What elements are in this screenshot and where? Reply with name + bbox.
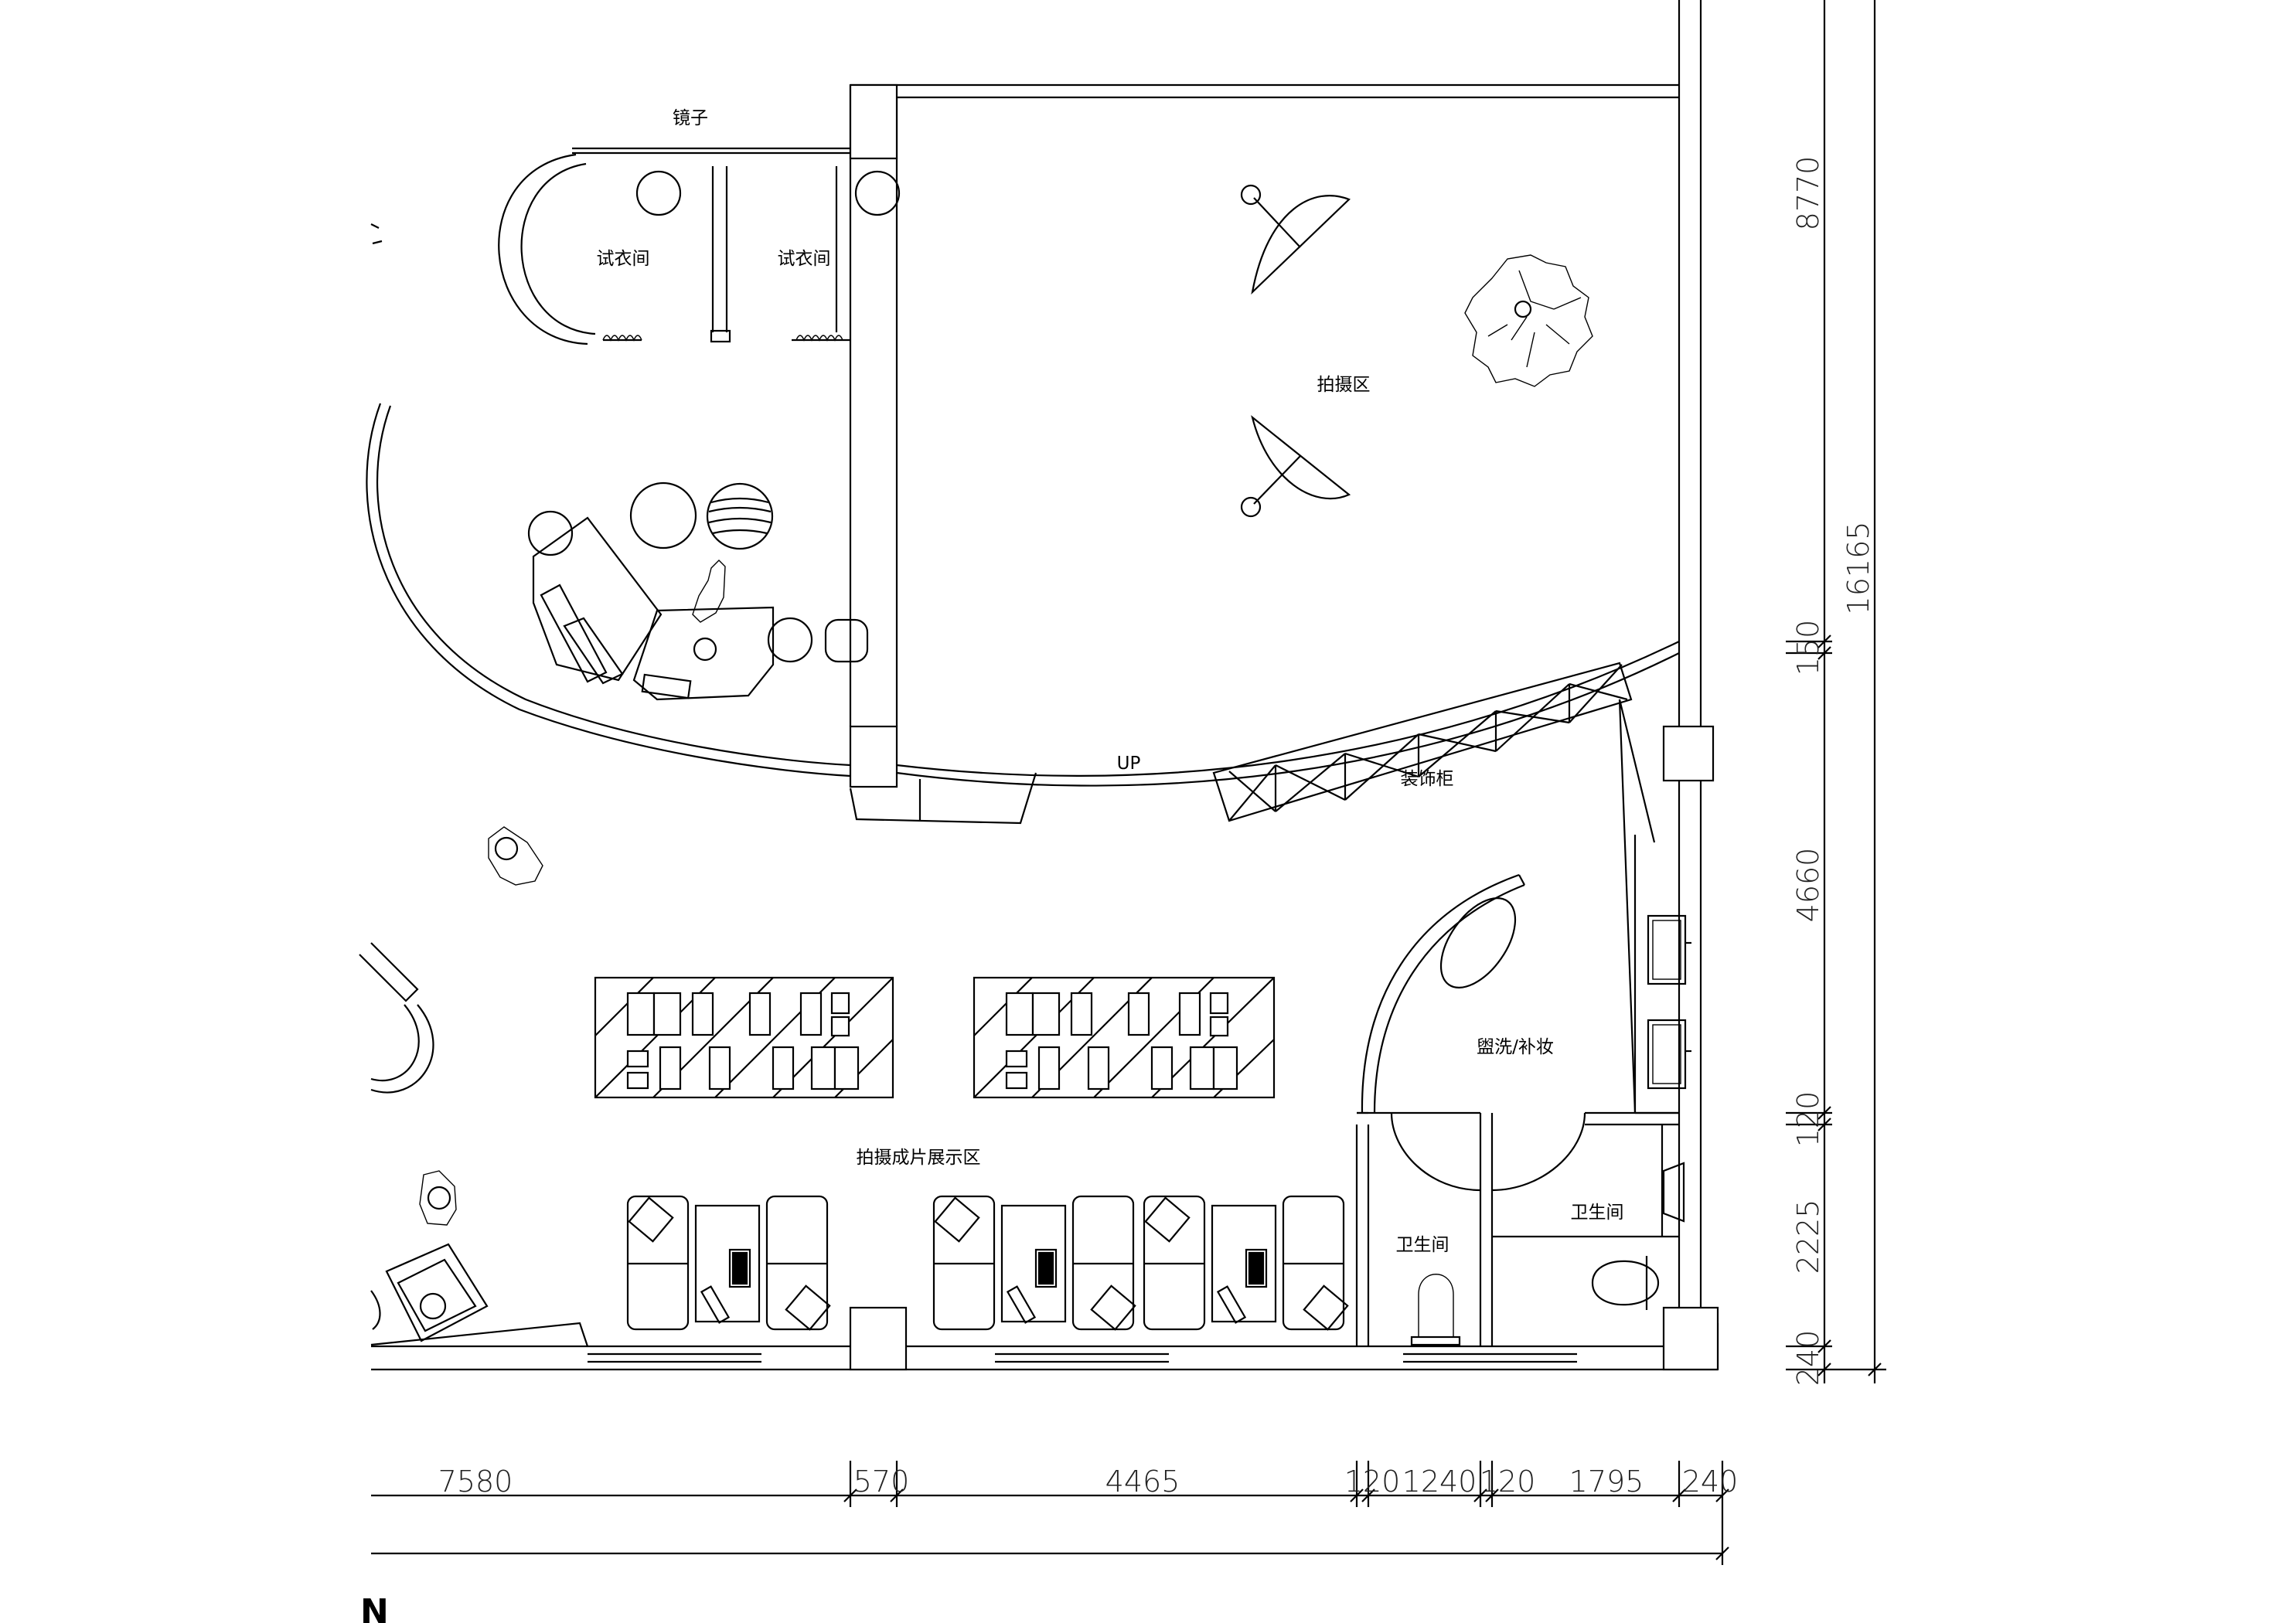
dimension-lines: [371, 0, 1886, 1565]
dim-h-1795: 1795: [1569, 1465, 1644, 1499]
room-labels: 镜子 试衣间 试衣间 拍摄区 UP 装饰柜 盥洗/补妆 卫生间 卫生间 拍摄成片…: [360, 108, 1624, 1623]
dim-h-7580: 7580: [438, 1465, 513, 1499]
dim-h-120b: 120: [1480, 1465, 1536, 1499]
wash-makeup-label: 盥洗/补妆: [1477, 1037, 1554, 1057]
left-figures: [359, 223, 543, 1342]
display-tables: [594, 976, 1276, 1099]
dim-v-120: 120: [1791, 1091, 1825, 1148]
lounge-furniture: [527, 481, 869, 701]
dim-h-120a: 120: [1344, 1465, 1401, 1499]
dim-h-4465: 4465: [1105, 1465, 1180, 1499]
dim-v-2225: 2225: [1791, 1199, 1825, 1274]
north-mark: N: [360, 1592, 389, 1623]
fitting-room-1-label: 试衣间: [597, 249, 650, 269]
dimension-labels: 7580 570 4465 120 1240 120 1795 240 8770…: [438, 156, 1875, 1499]
dim-v-total-16165: 16165: [1841, 522, 1875, 615]
stage-curve: [366, 403, 1680, 825]
toilet-1-label: 卫生间: [1396, 1235, 1449, 1255]
dim-v-150: 150: [1791, 620, 1825, 676]
shooting-area-label: 拍摄区: [1317, 375, 1371, 395]
dim-v-240: 240: [1791, 1330, 1825, 1387]
display-area-label: 拍摄成片展示区: [857, 1148, 981, 1168]
dim-v-8770: 8770: [1791, 156, 1825, 231]
dim-h-1240: 1240: [1402, 1465, 1477, 1499]
dim-v-4660: 4660: [1791, 848, 1825, 923]
seating-groups: [626, 1195, 1349, 1331]
decorative-cabinet-label: 装饰柜: [1401, 769, 1454, 789]
dim-h-570: 570: [853, 1465, 910, 1499]
walls: [370, 0, 1719, 1371]
toilet-2-label: 卫生间: [1571, 1203, 1624, 1223]
dressing-rooms: [498, 153, 901, 345]
dim-h-240: 240: [1682, 1465, 1739, 1499]
up-label: UP: [1117, 754, 1141, 774]
wash-makeup-area: [1410, 897, 1691, 1346]
mirror-label: 镜子: [673, 108, 708, 128]
shooting-equipment: [1240, 184, 1593, 518]
fitting-room-2-label: 试衣间: [778, 249, 831, 269]
